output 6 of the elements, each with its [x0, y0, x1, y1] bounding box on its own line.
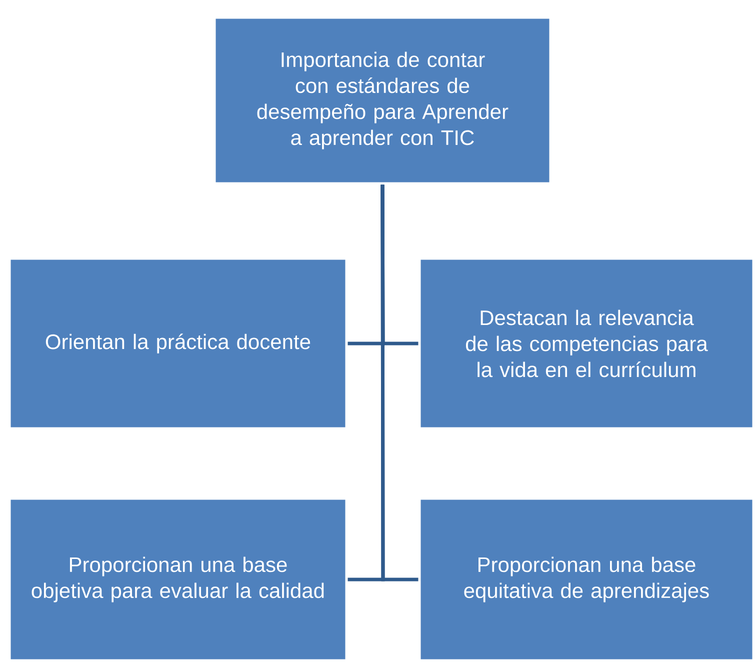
process-box: Proporcionan una base objetiva para evaluar la calidad: [8, 497, 348, 662]
process-box: Orientan la práctica docente: [8, 257, 348, 430]
connector-line: [380, 184, 418, 582]
process-box: Destacan la relevancia de las competencias para la vida en el currículum: [418, 257, 755, 430]
process-box: Proporcionan una base equitativa de aprendizajes: [418, 497, 755, 662]
process-box: Importancia de contar con estándares de desempeño para Aprender a aprender con TIC: [213, 16, 552, 185]
